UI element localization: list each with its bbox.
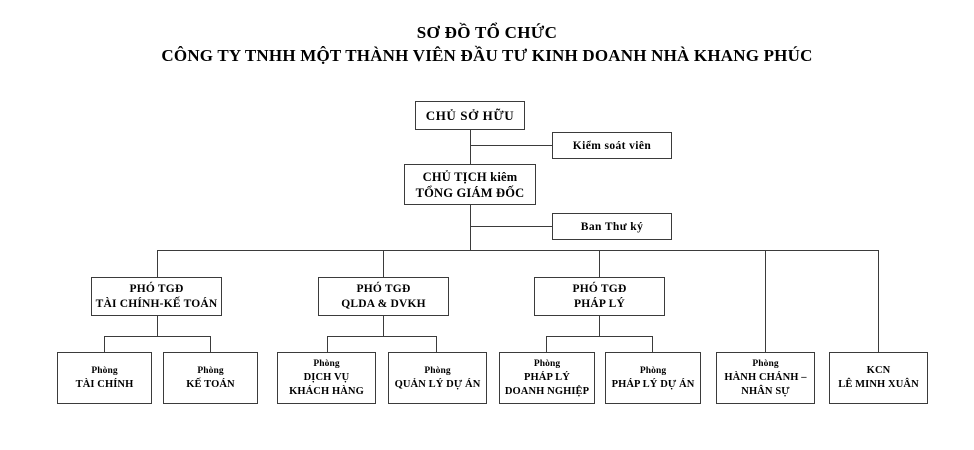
node-secretary-line1: Ban Thư ký (580, 220, 644, 233)
node-dept-accounting-line2: KẾ TOÁN (186, 378, 235, 390)
connector-owner-to-controller (470, 145, 552, 146)
connector-vp-finance-bus (104, 336, 211, 337)
node-dept-project-management-line1: Phòng (424, 365, 451, 376)
node-dept-accounting-line1: Phòng (197, 365, 224, 376)
node-dept-hr[interactable]: Phòng HÀNH CHÁNH – NHÂN SỰ (716, 352, 815, 404)
connector-bus-to-vp-finance (157, 250, 158, 277)
connector-owner-to-chairman (470, 130, 471, 164)
node-owner-line1: CHỦ SỞ HỮU (425, 107, 515, 123)
node-vp-project-line2: QLDA & DVKH (341, 297, 426, 310)
connector-vp-project-bus (327, 336, 437, 337)
node-chairman[interactable]: CHỦ TỊCH kiêm TỔNG GIÁM ĐỐC (404, 164, 536, 205)
connector-to-dept-legal-proj (652, 336, 653, 352)
connector-bus-to-vp-project (383, 250, 384, 277)
node-dept-project-management[interactable]: Phòng QUẢN LÝ DỰ ÁN (388, 352, 487, 404)
node-secretary[interactable]: Ban Thư ký (552, 213, 672, 240)
node-dept-legal-corporate[interactable]: Phòng PHÁP LÝ DOANH NGHIỆP (499, 352, 595, 404)
node-dept-hr-line3: NHÂN SỰ (741, 385, 790, 397)
node-dept-finance[interactable]: Phòng TÀI CHÍNH (57, 352, 152, 404)
node-dept-customer-line3: KHÁCH HÀNG (289, 385, 364, 397)
connector-to-dept-legal-corp (546, 336, 547, 352)
connector-vp-legal-stem (599, 316, 600, 336)
connector-to-dept-pm (436, 336, 437, 352)
connector-to-dept-finance (104, 336, 105, 352)
chart-title-secondary: CÔNG TY TNHH MỘT THÀNH VIÊN ĐẦU TƯ KINH … (161, 46, 813, 65)
node-dept-legal-project[interactable]: Phòng PHÁP LÝ DỰ ÁN (605, 352, 701, 404)
connector-chairman-to-secretary (470, 226, 552, 227)
chart-title-block: SƠ ĐỒ TỔ CHỨC CÔNG TY TNHH MỘT THÀNH VIÊ… (0, 22, 974, 68)
node-dept-kcn-line2: LÊ MINH XUÂN (838, 379, 919, 390)
connector-bus-to-dept-kcn (878, 250, 879, 352)
node-controller[interactable]: Kiểm soát viên (552, 132, 672, 159)
node-dept-hr-line2: HÀNH CHÁNH – (724, 371, 807, 383)
node-vp-project-line1: PHÓ TGĐ (356, 282, 411, 295)
connector-main-bus (157, 250, 878, 251)
node-dept-legal-corporate-line3: DOANH NGHIỆP (504, 385, 590, 397)
node-dept-customer-line1: Phòng (313, 358, 340, 369)
node-vp-legal-line2: PHÁP LÝ (574, 297, 625, 310)
connector-bus-to-dept-hr (765, 250, 766, 352)
node-dept-legal-corporate-line1: Phòng (533, 358, 561, 369)
node-dept-project-management-line2: QUẢN LÝ DỰ ÁN (394, 378, 481, 390)
connector-to-dept-accounting (210, 336, 211, 352)
node-vp-finance[interactable]: PHÓ TGĐ TÀI CHÍNH-KẾ TOÁN (91, 277, 222, 316)
connector-vp-project-stem (383, 316, 384, 336)
node-dept-legal-project-line1: Phòng (639, 365, 667, 376)
node-vp-project[interactable]: PHÓ TGĐ QLDA & DVKH (318, 277, 449, 316)
node-dept-customer-line2: DỊCH VỤ (303, 371, 350, 383)
chart-title-primary: SƠ ĐỒ TỔ CHỨC (416, 23, 558, 42)
node-owner[interactable]: CHỦ SỞ HỮU (415, 101, 525, 130)
node-dept-kcn[interactable]: KCN LÊ MINH XUÂN (829, 352, 928, 404)
node-dept-kcn-line1: KCN (866, 365, 891, 376)
connector-bus-to-vp-legal (599, 250, 600, 277)
node-dept-legal-corporate-line2: PHÁP LÝ (524, 371, 570, 383)
node-dept-accounting[interactable]: Phòng KẾ TOÁN (163, 352, 258, 404)
node-vp-legal-line1: PHÓ TGĐ (572, 282, 627, 295)
node-dept-finance-line1: Phòng (91, 365, 118, 376)
connector-vp-finance-stem (157, 316, 158, 336)
node-dept-legal-project-line2: PHÁP LÝ DỰ ÁN (611, 378, 695, 390)
connector-chairman-to-bus (470, 205, 471, 250)
node-dept-hr-line1: Phòng (752, 358, 779, 369)
connector-vp-legal-bus (546, 336, 653, 337)
node-chairman-line1: CHỦ TỊCH kiêm (422, 169, 518, 184)
node-chairman-line2: TỔNG GIÁM ĐỐC (415, 185, 525, 200)
node-vp-finance-line1: PHÓ TGĐ (129, 282, 184, 295)
node-vp-finance-line2: TÀI CHÍNH-KẾ TOÁN (95, 297, 218, 310)
node-vp-legal[interactable]: PHÓ TGĐ PHÁP LÝ (534, 277, 665, 316)
node-dept-finance-line2: TÀI CHÍNH (75, 378, 134, 390)
node-controller-line1: Kiểm soát viên (572, 139, 652, 152)
node-dept-customer[interactable]: Phòng DỊCH VỤ KHÁCH HÀNG (277, 352, 376, 404)
connector-to-dept-customer (327, 336, 328, 352)
